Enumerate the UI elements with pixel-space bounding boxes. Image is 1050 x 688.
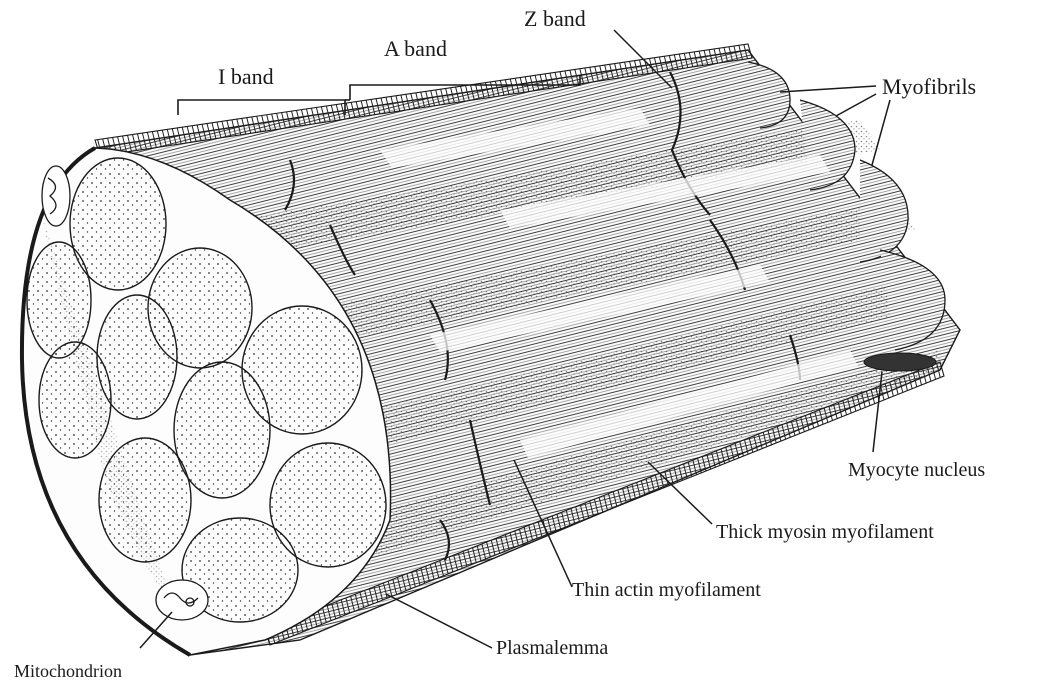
myofibrils-leader-1: [780, 86, 876, 92]
label-mitochondrion: Mitochondrion: [14, 662, 122, 680]
plasmalemma-leader: [386, 594, 492, 648]
label-plasmalemma: Plasmalemma: [496, 638, 608, 658]
label-thick-myosin: Thick myosin myofilament: [716, 522, 934, 542]
label-thin-actin: Thin actin myofilament: [572, 580, 761, 600]
label-i-band: I band: [218, 66, 274, 88]
myocyte-nucleus-shape: [864, 353, 936, 371]
label-myofibrils: Myofibrils: [882, 76, 976, 98]
myofibrils-leader-2: [836, 94, 876, 116]
mitochondrion-top: [42, 166, 70, 226]
label-myocyte-nucleus: Myocyte nucleus: [848, 460, 985, 480]
mitochondrion-bottom: [156, 580, 208, 620]
label-z-band: Z band: [524, 8, 586, 30]
label-a-band: A band: [384, 38, 447, 60]
myofibrils-leader-3: [872, 100, 890, 165]
